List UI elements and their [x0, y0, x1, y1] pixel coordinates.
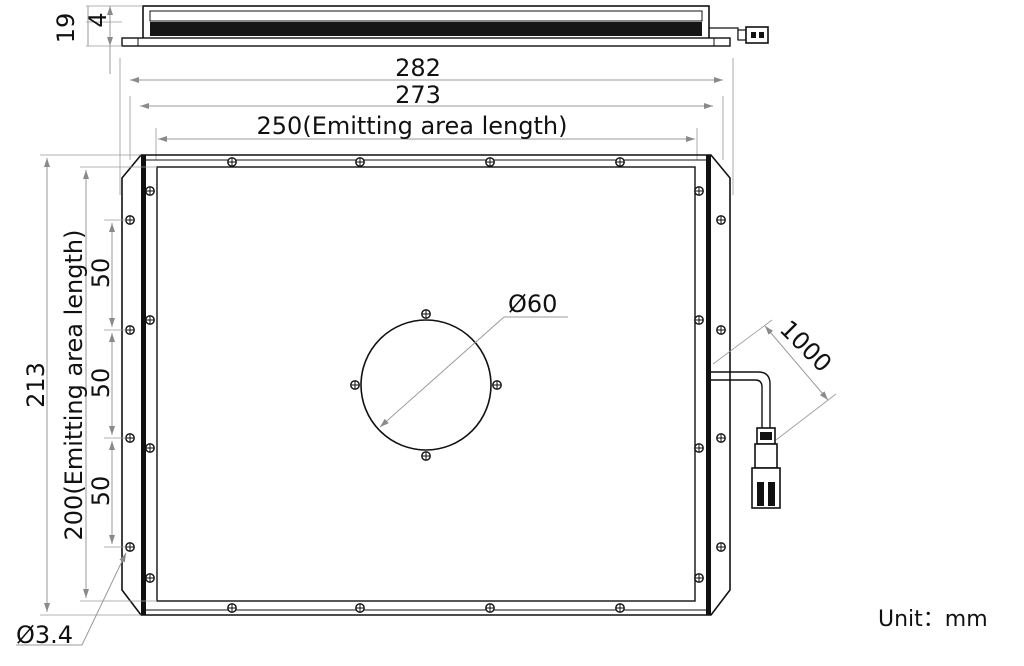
dim-side-lip: 4: [84, 12, 112, 27]
screws: [125, 157, 726, 613]
dim-cable-length: 1000: [774, 315, 837, 378]
cable-length-dimension: [712, 319, 837, 441]
dim-screw-diameter: Ø3.4: [16, 621, 73, 649]
dim-overall-width: 282: [395, 54, 441, 82]
dim-hole-diameter: Ø60: [508, 290, 557, 318]
width-dimension-lines: [119, 58, 734, 195]
dim-side-height: 19: [52, 13, 80, 44]
dim-emitting-length: 250(Emitting area length): [257, 112, 568, 140]
dim-emitting-height: 200(Emitting area length): [60, 230, 88, 541]
screw-diameter-leader: [16, 552, 127, 646]
side-view: [86, 5, 769, 74]
dim-body-width: 273: [395, 81, 441, 109]
diameter-60-leader: [379, 316, 568, 428]
height-dimension-lines: [40, 154, 157, 616]
unit-label: Unit：mm: [878, 607, 988, 632]
dim-pitch-2: 50: [87, 368, 115, 399]
dim-pitch-1: 50: [87, 258, 115, 289]
dim-pitch-3: 50: [87, 476, 115, 507]
dim-overall-height: 213: [22, 362, 50, 408]
front-view: [121, 154, 731, 616]
